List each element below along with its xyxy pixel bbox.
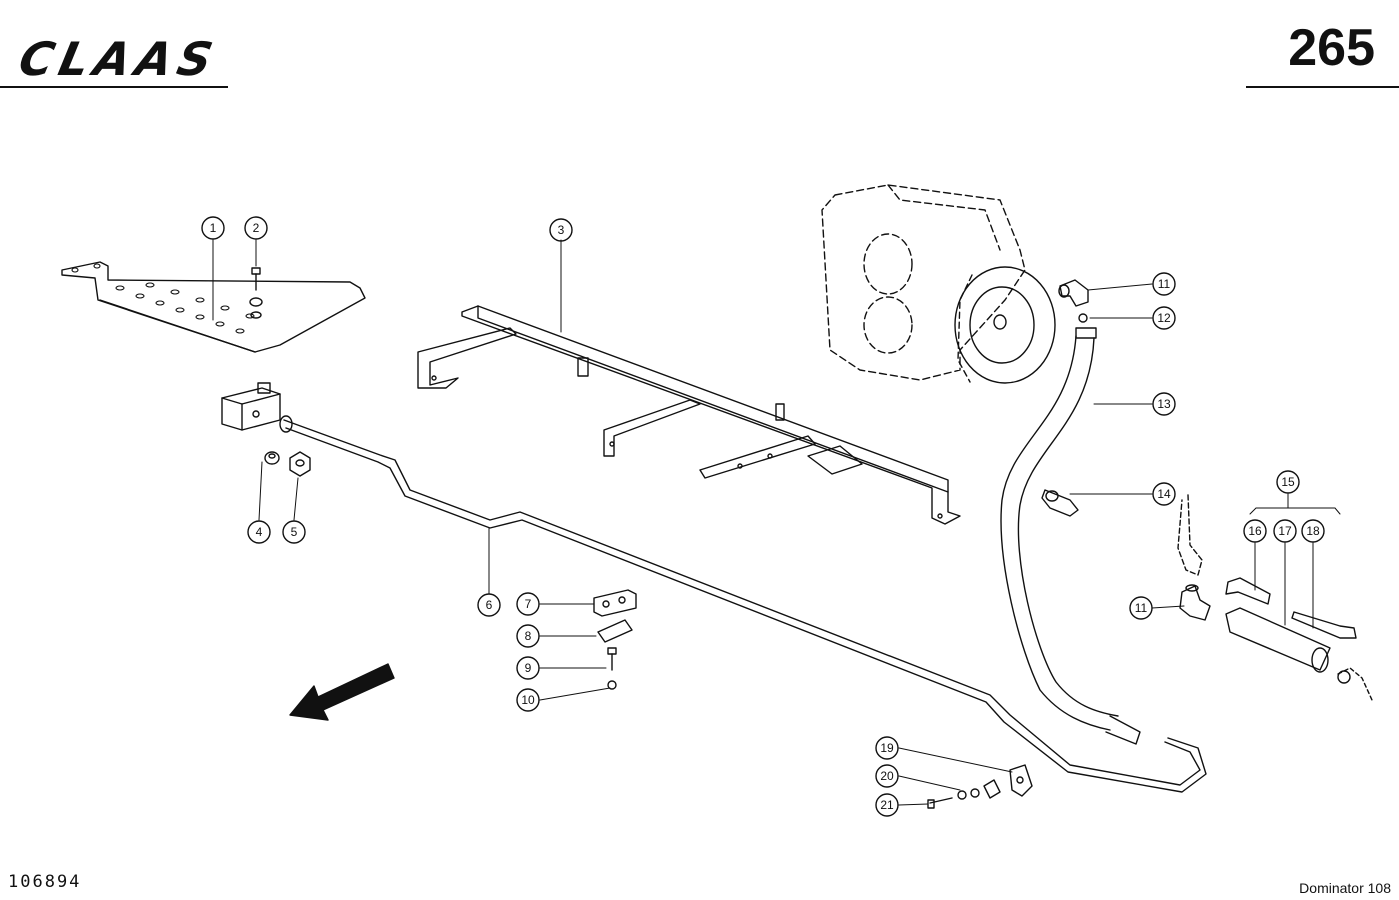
callout-3: 3 [549,218,573,242]
part-20-sleeve [957,779,1001,800]
svg-text:10: 10 [521,693,535,707]
hose-stub [1177,494,1203,576]
part-5-nut [289,451,311,477]
svg-text:18: 18 [1306,524,1320,538]
part-18-bolt [1291,611,1357,639]
svg-text:13: 13 [1157,397,1171,411]
svg-text:4: 4 [256,525,263,539]
svg-text:5: 5 [291,525,298,539]
model-name: Dominator 108 [1299,880,1391,896]
part-14-bracket [1041,489,1079,517]
part-6-pipe [279,415,1207,793]
part-4-nut [264,451,280,465]
header-rule-left [0,86,228,88]
header-rule-right [1246,86,1399,88]
svg-text:9: 9 [525,661,532,675]
distributor-block [221,382,281,431]
callout-8: 8 [516,624,540,648]
part-16-fitting [1225,577,1271,605]
callout-10: 10 [516,688,540,712]
engine-pump-outline [821,184,1026,381]
hose-connector-right [1337,667,1373,701]
callout-6: 6 [477,593,501,617]
part-12-o-ring [1078,313,1088,323]
part-1-bracket-plate [61,261,366,353]
callout-16: 16 [1243,519,1267,543]
svg-text:21: 21 [880,798,894,812]
callout-1: 1 [201,216,225,240]
callout-17: 17 [1273,519,1297,543]
svg-text:6: 6 [486,598,493,612]
callout-12: 12 [1152,306,1176,330]
svg-text:3: 3 [558,223,565,237]
part-9-screw [607,647,617,671]
part-3-mounting-rail [417,305,961,525]
svg-text:1: 1 [210,221,217,235]
callout-18: 18 [1301,519,1325,543]
drawing-number: 106894 [8,872,82,892]
callout-9: 9 [516,656,540,680]
svg-text:11: 11 [1135,601,1148,615]
callout-5: 5 [282,520,306,544]
engine-pulley [954,266,1056,384]
svg-text:11: 11 [1158,277,1171,291]
svg-text:12: 12 [1157,311,1171,325]
callout-7: 7 [516,592,540,616]
part-11-elbow-fitting-top [1058,279,1089,307]
callout-19: 19 [875,736,899,760]
svg-text:7: 7 [525,597,532,611]
callout-11-lower: 11 [1129,596,1153,620]
svg-text:19: 19 [880,741,894,755]
callout-13: 13 [1152,392,1176,416]
part-17-cylinder [1225,607,1331,673]
svg-text:14: 14 [1157,487,1171,501]
callout-21: 21 [875,793,899,817]
callout-11-top: 11 [1152,272,1176,296]
part-2-bolt-washer [249,267,263,319]
svg-text:17: 17 [1278,524,1292,538]
svg-text:8: 8 [525,629,532,643]
part-21-bolt [927,797,953,809]
part-11-elbow-fitting-lower [1179,584,1211,621]
part-7-clamp-block [593,589,637,617]
travel-direction-arrow [289,663,395,721]
callout-14: 14 [1152,482,1176,506]
svg-text:16: 16 [1248,524,1262,538]
callout-20: 20 [875,764,899,788]
svg-text:2: 2 [253,221,260,235]
part-19-clamp [1009,764,1033,797]
svg-text:15: 15 [1281,475,1295,489]
page-number: 265 [1288,19,1375,77]
callout-15: 15 [1276,470,1300,494]
leader-lines [212,239,1341,806]
svg-text:20: 20 [880,769,894,783]
callout-4: 4 [247,520,271,544]
part-8-clamp-strap [597,619,633,643]
callout-2: 2 [244,216,268,240]
part-13-hose [1000,327,1141,745]
part-10-nut [607,680,617,690]
